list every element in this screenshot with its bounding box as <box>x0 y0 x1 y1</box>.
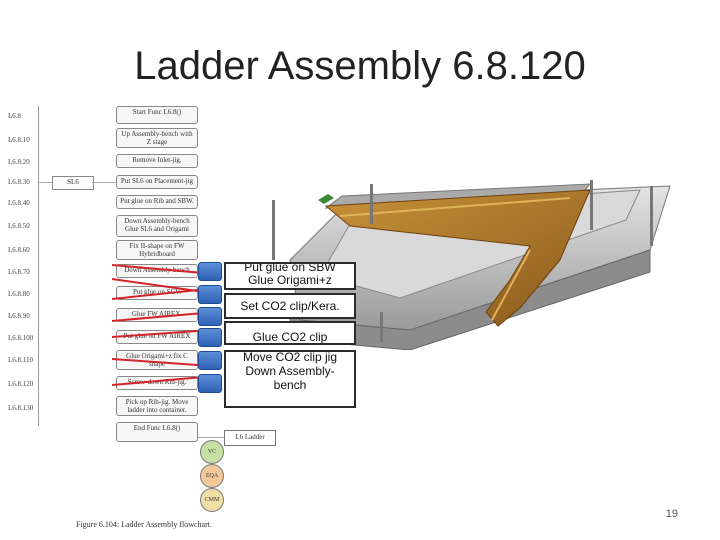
action-button[interactable] <box>198 328 222 347</box>
flow-box: Put SL6 on Placement-jig <box>116 175 198 189</box>
ladder-highlight <box>491 249 531 321</box>
step-id: L6.8.90 <box>8 312 30 320</box>
step-id: L6.8.30 <box>8 178 30 186</box>
flow-box: Glue Origami+z fix C shape <box>116 350 198 370</box>
step-id: L6.8.80 <box>8 290 30 298</box>
step-id: L6.8.60 <box>8 246 30 254</box>
green-connector <box>318 194 334 204</box>
callout-glue-origami: Put glue on SBW Glue Origami+z <box>224 262 356 290</box>
post <box>590 180 593 230</box>
post <box>650 186 653 246</box>
callout-text: bench <box>273 378 307 392</box>
flow-box: Remove Inlet-jig. <box>116 154 198 168</box>
action-button[interactable] <box>198 262 222 281</box>
action-button[interactable] <box>198 374 222 393</box>
post <box>272 200 275 260</box>
eqa-circle: EQA <box>200 464 224 488</box>
step-id: L6.8.40 <box>8 199 30 207</box>
flow-box: Down Assembly-bench Glue SL6 and Origami <box>116 215 198 237</box>
flow-box: Up Assembly-bench with Z stage <box>116 128 198 148</box>
connector <box>38 182 52 183</box>
figure-caption: Figure 6.104: Ladder Assembly flowchart. <box>76 520 212 529</box>
step-id: L6.8.70 <box>8 268 30 276</box>
page-number: 19 <box>665 508 678 520</box>
flowchart: L6.8 L6.8.10 L6.8.20 L6.8.30 L6.8.40 L6.… <box>0 100 276 530</box>
flow-side-box: SL6 <box>52 176 94 190</box>
action-button[interactable] <box>198 307 222 326</box>
flow-box: Put glue on Rib and SBW. <box>116 195 198 209</box>
callout-set-co2-clip: Set CO2 clip/Kera. <box>224 293 356 319</box>
callout-text: Glue Origami+z <box>248 273 332 287</box>
flow-box-end: End Func L6.8() <box>116 422 198 442</box>
flow-box: Pick up Rib-jig. Move ladder into contai… <box>116 396 198 416</box>
action-button[interactable] <box>198 285 222 304</box>
cmm-circle: CMM <box>200 488 224 512</box>
callout-text: Put glue on SBW <box>244 262 336 274</box>
step-id: L6.8.50 <box>8 222 30 230</box>
callout-text: Move CO2 clip jig <box>242 350 338 364</box>
step-id: L6.8.130 <box>8 404 34 412</box>
vc-circle: VC <box>200 440 224 464</box>
callout-down-bench: Move CO2 clip jig Down Assembly- bench <box>224 350 356 408</box>
assembly-bench-photo <box>272 180 671 350</box>
flow-box: Fix II-shape on FW Hybridboard <box>116 240 198 260</box>
flowchart-rail <box>38 106 39 426</box>
callout-glue-co2-clip: Glue CO2 clip <box>224 321 356 345</box>
post <box>370 184 373 224</box>
ladder-highlight <box>339 197 571 217</box>
step-id: L6.8.10 <box>8 136 30 144</box>
connector <box>92 182 116 183</box>
connector <box>198 437 224 438</box>
flow-box-start: Start Func L6.8() <box>116 106 198 124</box>
step-id: L6.8.110 <box>8 356 34 364</box>
step-id: L6.8 <box>8 112 22 120</box>
action-button[interactable] <box>198 351 222 370</box>
ladder-output-box: L6 Ladder <box>224 430 276 446</box>
slide-title: Ladder Assembly 6.8.120 <box>134 44 586 88</box>
callout-text: Down Assembly- <box>245 364 335 378</box>
step-id: L6.8.20 <box>8 158 30 166</box>
step-id: L6.8.100 <box>8 334 34 342</box>
step-id: L6.8.120 <box>8 380 34 388</box>
post <box>380 312 383 342</box>
